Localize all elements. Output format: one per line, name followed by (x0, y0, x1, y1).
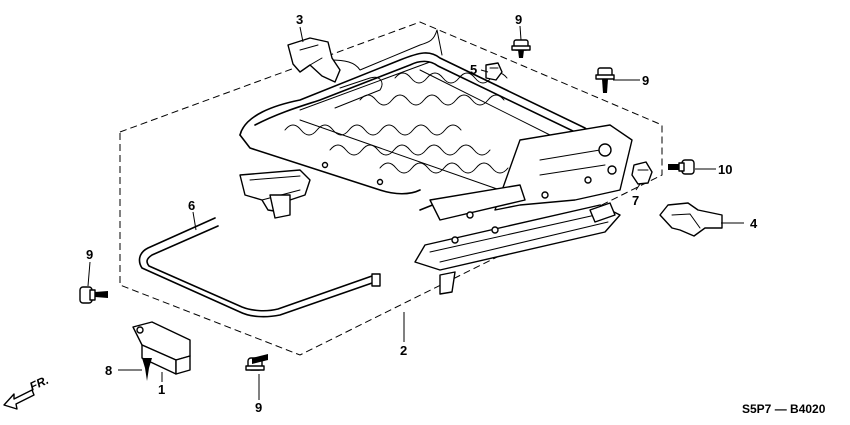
callout-9-right: 9 (642, 73, 649, 88)
bolt-9-left[interactable] (79, 286, 108, 304)
callout-3: 3 (296, 12, 303, 27)
callout-6: 6 (188, 198, 195, 213)
front-label: FR. (27, 373, 50, 394)
seat-frame-assembly[interactable] (239, 29, 633, 295)
clip-5[interactable] (485, 62, 503, 81)
screw-8[interactable] (142, 358, 152, 381)
callout-9-left: 9 (86, 247, 93, 262)
bolt-9-right[interactable] (595, 67, 615, 93)
u-rod[interactable] (138, 217, 381, 318)
cover-bracket-right[interactable] (659, 202, 723, 237)
callout-9-bottom: 9 (255, 400, 262, 415)
callout-9-top: 9 (515, 12, 522, 27)
cover-bracket-left[interactable] (287, 37, 341, 83)
bolt-10[interactable] (668, 159, 695, 175)
seat-switch[interactable] (132, 321, 191, 375)
callout-4: 4 (750, 216, 758, 231)
callout-1: 1 (158, 382, 165, 397)
bolt-9-bottom[interactable] (245, 354, 268, 371)
callout-10: 10 (718, 162, 732, 177)
clip-7[interactable] (631, 161, 653, 185)
callout-8: 8 (105, 363, 112, 378)
bolt-9-top[interactable] (511, 39, 531, 58)
assembly-boundary (119, 21, 663, 356)
callout-5: 5 (470, 62, 477, 77)
callout-7: 7 (632, 193, 639, 208)
leader-lines (87, 25, 744, 400)
diagram-code: S5P7 — B4020 (742, 402, 826, 416)
callout-2: 2 (400, 343, 407, 358)
front-indicator: FR. (3, 373, 51, 410)
